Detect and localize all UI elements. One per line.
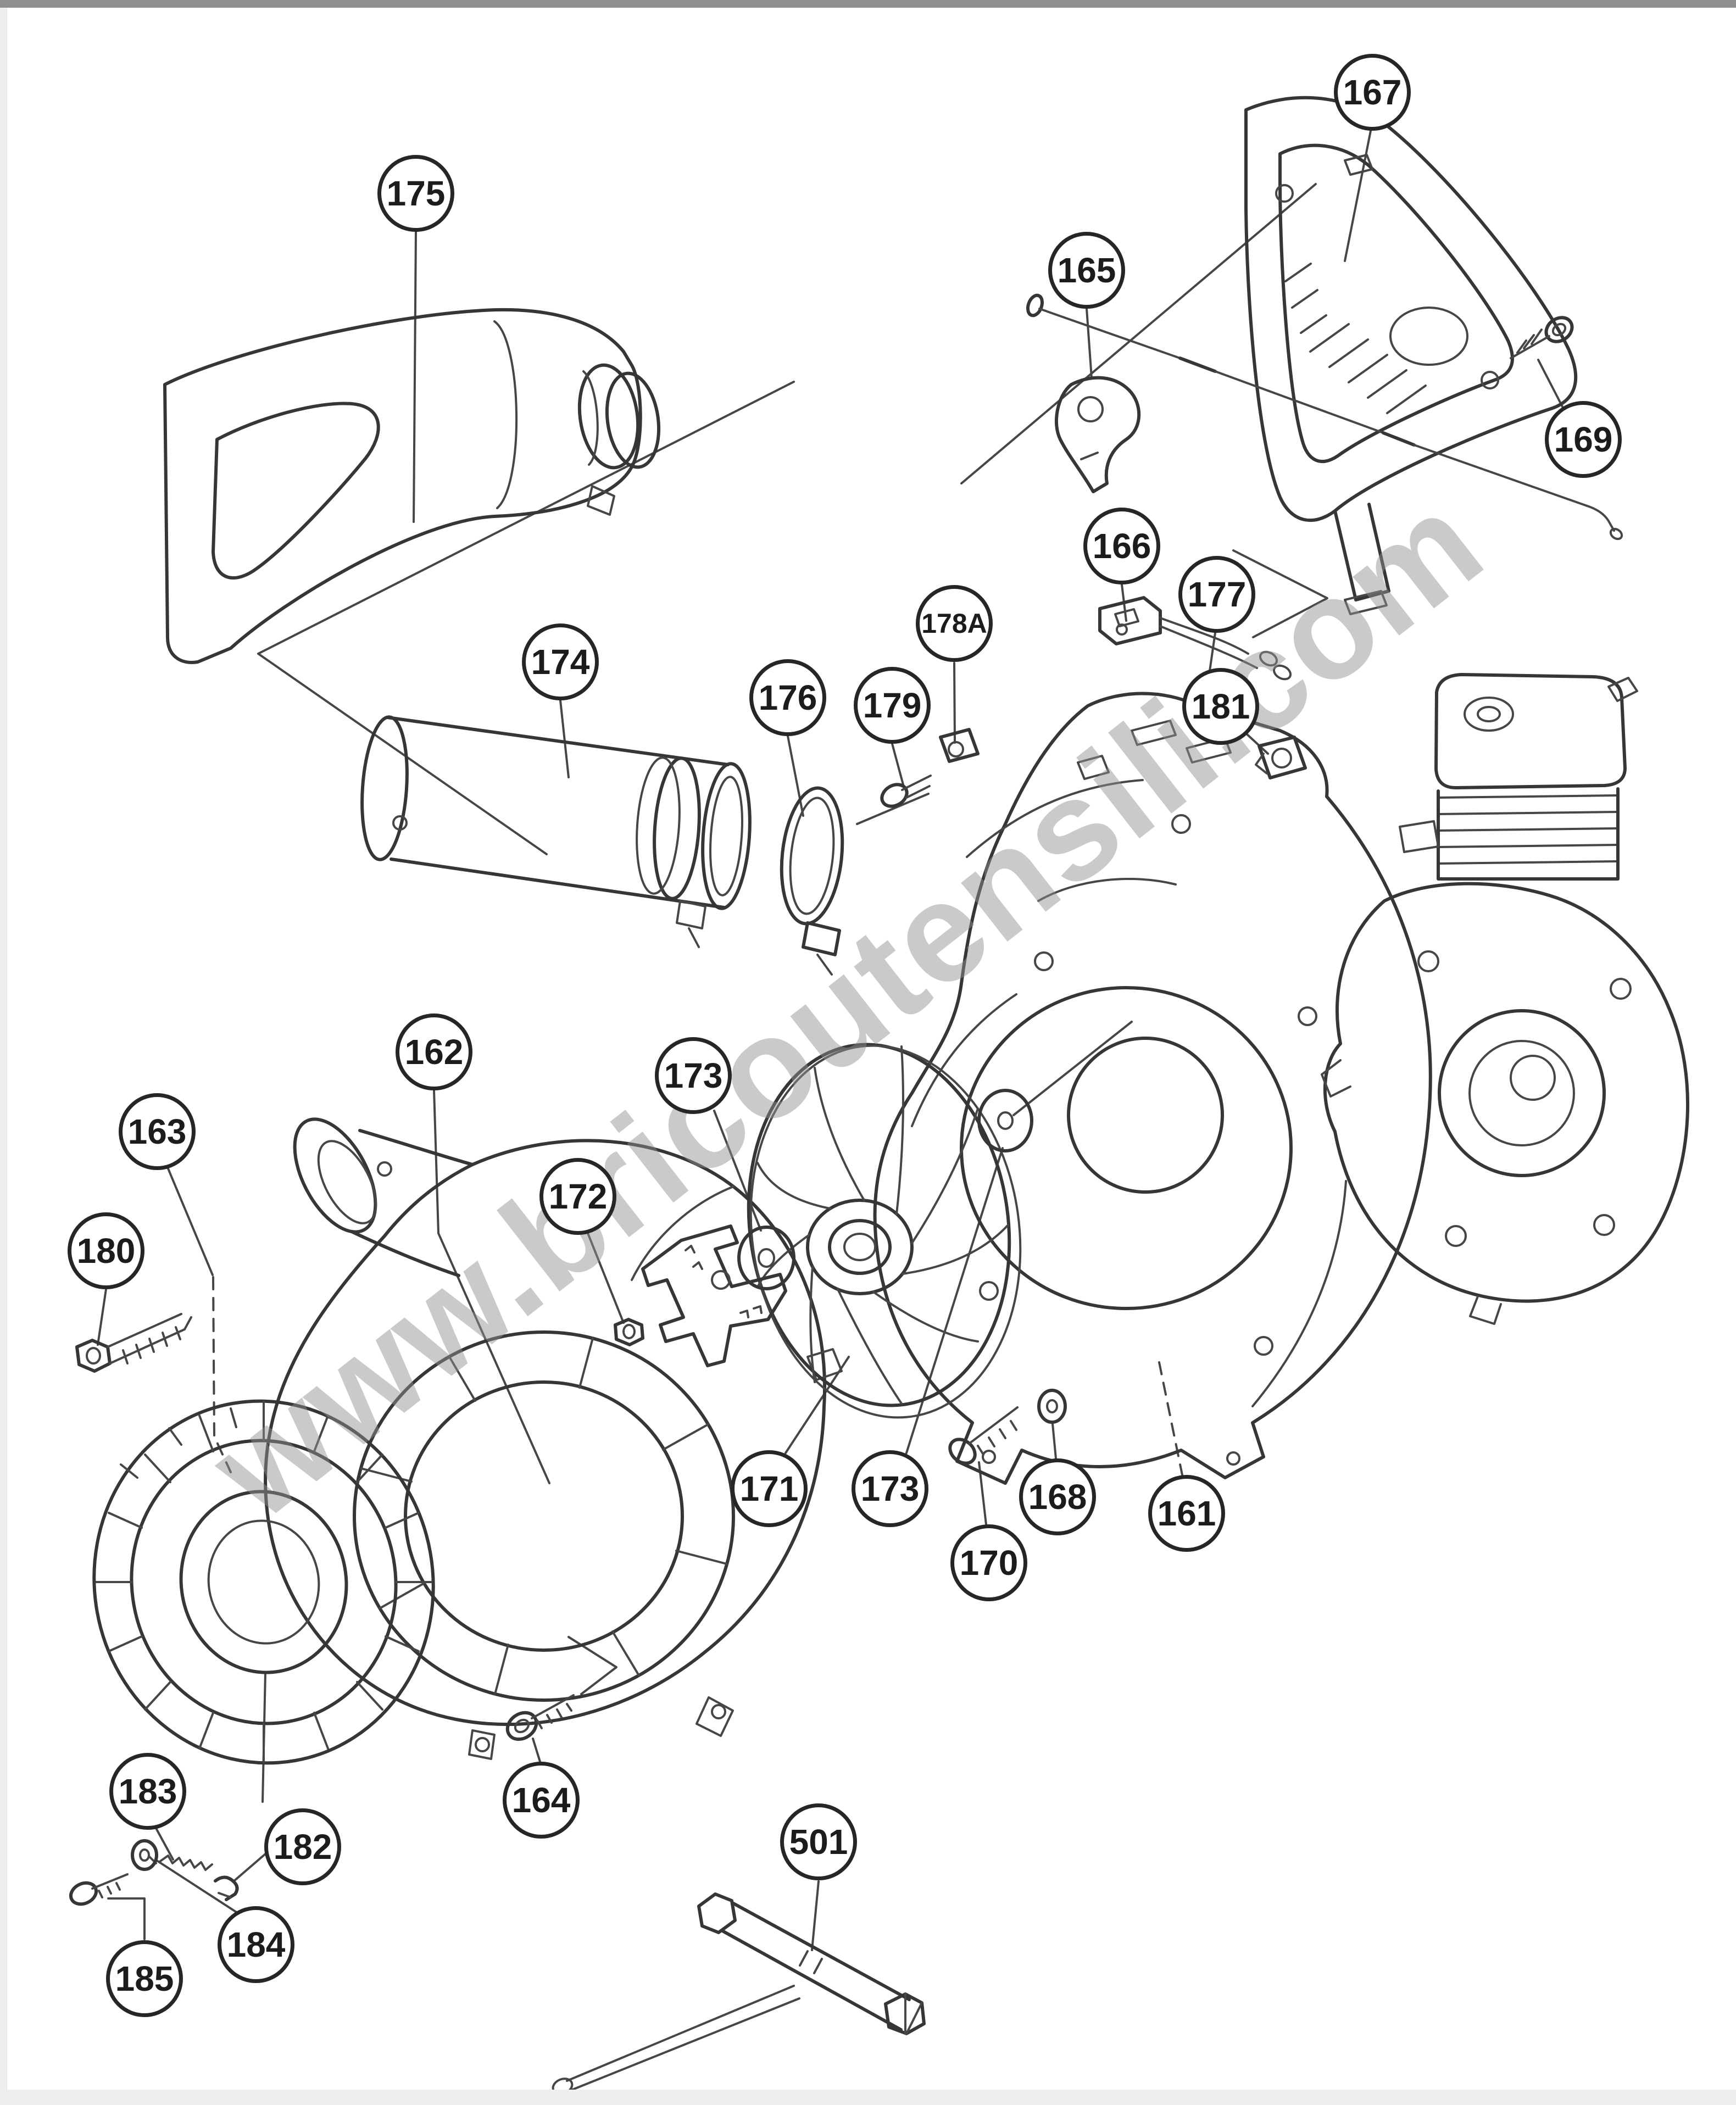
callout-172: 172 <box>539 1158 616 1235</box>
part-screw-185 <box>69 1873 129 1906</box>
part-nut-178a <box>939 728 980 763</box>
callout-501: 501 <box>780 1803 857 1880</box>
callout-165: 165 <box>1048 232 1125 309</box>
callout-161: 161 <box>1148 1475 1225 1552</box>
part-grommet <box>1255 736 1307 779</box>
callout-167: 167 <box>1334 54 1411 131</box>
part-washer-184 <box>131 1839 158 1871</box>
callout-185: 185 <box>106 1940 183 2017</box>
part-t-wrench <box>552 1892 926 2095</box>
part-blower-tube <box>360 715 752 948</box>
part-fan <box>747 1043 1022 1419</box>
part-starter-drum <box>92 1399 435 1765</box>
callout-182: 182 <box>264 1808 341 1885</box>
part-handle-frame <box>1244 96 1578 615</box>
callout-169: 169 <box>1545 401 1622 478</box>
part-washer-168 <box>1037 1389 1067 1424</box>
part-washer-173-left <box>737 1226 795 1290</box>
callout-179: 179 <box>854 667 931 744</box>
callout-168: 168 <box>1019 1458 1096 1535</box>
callout-166: 166 <box>1083 508 1160 584</box>
callout-183: 183 <box>109 1753 186 1830</box>
callout-176: 176 <box>749 659 826 736</box>
page-left-margin <box>0 8 7 2105</box>
part-engine <box>1321 673 1690 1325</box>
part-washer-173-right <box>977 1089 1033 1152</box>
callout-177: 177 <box>1178 556 1255 633</box>
callout-163: 163 <box>119 1093 196 1170</box>
part-screw-169 <box>1510 316 1574 359</box>
callout-178a: 178A <box>916 585 993 662</box>
callout-181: 181 <box>1182 668 1259 745</box>
part-nut-172 <box>614 1318 644 1346</box>
callout-180: 180 <box>68 1212 144 1289</box>
construction-lines <box>212 183 1328 1803</box>
part-ratchet-key <box>641 1224 787 1367</box>
window-top-edge <box>0 0 1736 8</box>
part-clamp <box>780 786 844 976</box>
part-screw-164 <box>505 1694 575 1741</box>
part-front-housing <box>264 1117 843 1760</box>
page-bottom-margin <box>0 2090 1736 2105</box>
callout-173-lower: 173 <box>852 1450 928 1527</box>
callout-184: 184 <box>218 1906 294 1983</box>
callout-162: 162 <box>396 1013 472 1090</box>
part-stop-switch <box>1098 596 1292 681</box>
part-bolt-180 <box>75 1313 192 1373</box>
callout-175: 175 <box>377 155 454 232</box>
callout-164: 164 <box>503 1762 580 1839</box>
leader-lines <box>97 130 1566 1951</box>
part-screw-170 <box>948 1406 1019 1465</box>
callout-171: 171 <box>731 1450 808 1527</box>
callout-174: 174 <box>522 623 599 700</box>
part-nozzle <box>163 308 661 664</box>
part-clip-182 <box>214 1875 239 1901</box>
part-screw-179 <box>880 775 932 808</box>
callout-170: 170 <box>950 1524 1027 1601</box>
callout-173-upper: 173 <box>655 1037 732 1114</box>
part-trigger <box>1055 376 1141 493</box>
part-throttle-cable <box>1026 293 1623 541</box>
